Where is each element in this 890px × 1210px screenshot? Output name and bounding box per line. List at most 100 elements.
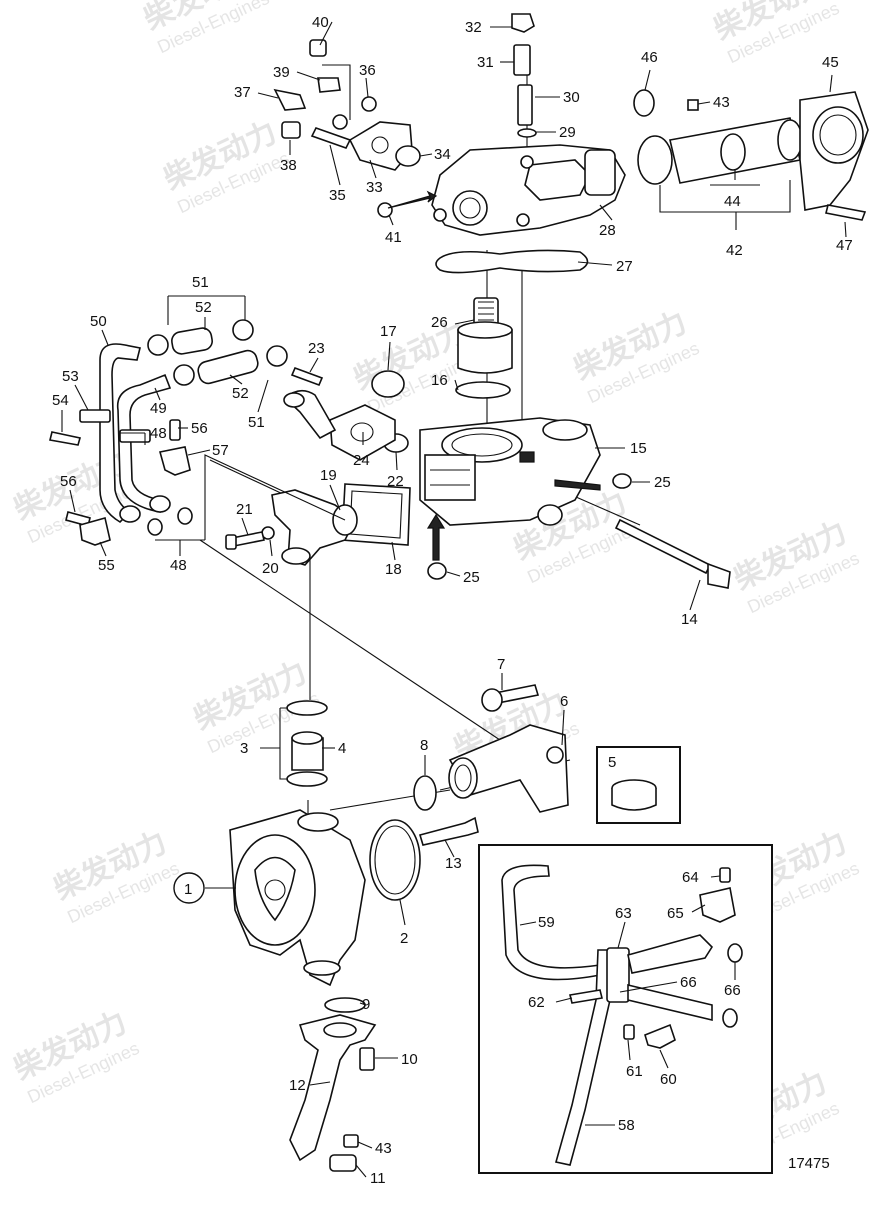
callout-35: 35 <box>329 187 346 204</box>
callout-49: 49 <box>150 400 167 417</box>
outlet-elbow-6 <box>448 684 569 813</box>
callout-27: 27 <box>616 258 633 275</box>
o-ring-9 <box>324 997 366 1013</box>
callout-62: 62 <box>528 994 545 1011</box>
callout-48-lower: 48 <box>170 557 187 574</box>
pipe-and-elbow-42-47 <box>633 89 869 221</box>
callout-29: 29 <box>559 124 576 141</box>
callout-6: 6 <box>560 693 568 710</box>
callout-17: 17 <box>380 323 397 340</box>
callout-46: 46 <box>641 49 658 66</box>
callout-25-lower: 25 <box>463 569 480 586</box>
callout-32: 32 <box>465 19 482 36</box>
callout-53: 53 <box>62 368 79 385</box>
callout-30: 30 <box>563 89 580 106</box>
callout-33: 33 <box>366 179 383 196</box>
pipe-12 <box>289 1014 377 1172</box>
callout-22: 22 <box>387 473 404 490</box>
callout-10: 10 <box>401 1051 418 1068</box>
callout-39: 39 <box>273 64 290 81</box>
callout-44: 44 <box>724 193 741 210</box>
callout-60: 60 <box>660 1071 677 1088</box>
callout-57: 57 <box>212 442 229 459</box>
sensor-and-flange-parts <box>273 39 438 218</box>
reference-number: 17475 <box>788 1155 830 1172</box>
callout-19: 19 <box>320 467 337 484</box>
seal-16 <box>455 381 511 399</box>
callout-50: 50 <box>90 313 107 330</box>
callout-24: 24 <box>353 452 370 469</box>
callout-8: 8 <box>420 737 428 754</box>
callout-34: 34 <box>434 146 451 163</box>
callout-56-lower: 56 <box>60 473 77 490</box>
nut-25-upper <box>612 473 632 489</box>
gasket-27 <box>435 249 589 274</box>
o-ring-2 <box>369 819 421 901</box>
callout-31: 31 <box>477 54 494 71</box>
inset-box-5 <box>596 746 681 824</box>
callout-26: 26 <box>431 314 448 331</box>
callout-64: 64 <box>682 869 699 886</box>
callout-16: 16 <box>431 372 448 389</box>
inset-box-hose-assembly <box>478 844 773 1174</box>
nut-25-lower <box>427 562 447 580</box>
callout-13: 13 <box>445 855 462 872</box>
callout-21: 21 <box>236 501 253 518</box>
callout-25-upper: 25 <box>654 474 671 491</box>
callout-66-left: 66 <box>680 974 697 991</box>
thermostat-26 <box>457 297 513 374</box>
callout-66-right: 66 <box>724 982 741 999</box>
callout-43-upper: 43 <box>713 94 730 111</box>
hose-pieces-51-52 <box>147 319 288 386</box>
callout-36: 36 <box>359 62 376 79</box>
callout-58: 58 <box>618 1117 635 1134</box>
sleeve-3-4 <box>286 700 328 787</box>
callout-28: 28 <box>599 222 616 239</box>
callout-59: 59 <box>538 914 555 931</box>
callout-15: 15 <box>630 440 647 457</box>
callout-52-lower: 52 <box>232 385 249 402</box>
water-pump-1 <box>229 809 366 987</box>
callout-56-upper: 56 <box>191 420 208 437</box>
callout-1: 1 <box>184 881 192 898</box>
leader-lines <box>61 21 847 1178</box>
elbow-19 <box>225 489 358 566</box>
callout-12: 12 <box>289 1077 306 1094</box>
callout-7: 7 <box>497 656 505 673</box>
bolt-stack-29-32 <box>511 13 537 138</box>
callout-23: 23 <box>308 340 325 357</box>
callout-51-upper: 51 <box>192 274 209 291</box>
callout-54: 54 <box>52 392 69 409</box>
callout-20: 20 <box>262 560 279 577</box>
callout-4: 4 <box>338 740 346 757</box>
bolt-13 <box>418 816 479 846</box>
callout-42: 42 <box>726 242 743 259</box>
callout-63: 63 <box>615 905 632 922</box>
callout-3: 3 <box>240 740 248 757</box>
callout-48-upper: 48 <box>150 425 167 442</box>
callout-circle-1 <box>173 872 205 904</box>
callout-51-lower: 51 <box>248 414 265 431</box>
callout-47: 47 <box>836 237 853 254</box>
callout-2: 2 <box>400 930 408 947</box>
o-ring-17 <box>371 370 405 398</box>
callout-11: 11 <box>370 1170 386 1187</box>
thermostat-housing-15 <box>419 417 601 526</box>
o-ring-8 <box>413 775 437 811</box>
long-bolt-14 <box>614 518 731 589</box>
callout-52-upper: 52 <box>195 299 212 316</box>
callout-37: 37 <box>234 84 251 101</box>
callout-38: 38 <box>280 157 297 174</box>
thermostat-cover-assembly <box>431 144 626 236</box>
callout-9: 9 <box>362 996 370 1013</box>
callout-43-lower: 43 <box>375 1140 392 1157</box>
callout-55: 55 <box>98 557 115 574</box>
hoses-49-50 <box>79 343 193 536</box>
callout-labels: 40 39 37 36 38 35 33 34 41 32 31 30 29 2… <box>52 14 853 1187</box>
clamps-54-57 <box>49 419 191 546</box>
callout-41: 41 <box>385 229 402 246</box>
callout-5: 5 <box>608 754 616 771</box>
callout-65: 65 <box>667 905 684 922</box>
callout-61: 61 <box>626 1063 643 1080</box>
